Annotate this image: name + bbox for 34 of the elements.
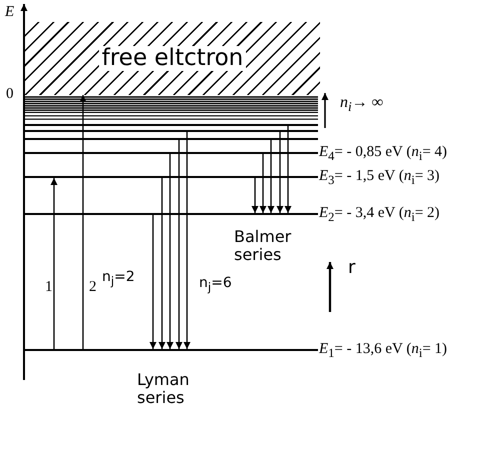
arrow-number: 2 [89,279,96,296]
transition-arrow [150,215,156,349]
region-label: free eltctron [98,46,246,72]
transition-arrow [276,132,284,213]
transition-arrow [80,95,86,349]
energy-level-line [25,349,318,351]
transition-arrow [184,132,190,349]
quantum-number-label: n$_{j}$=6 [199,276,232,294]
energy-level-line [25,130,318,132]
transition-arrow [252,178,258,213]
arrow-number: 1 [45,279,52,296]
transition-arrow [284,126,292,213]
energy-level-line [25,176,318,178]
series-label: Lyman series [137,371,190,406]
energy-level-line [25,138,318,140]
energy-level-label: E$_{2}$= - 3,4 eV (n$_{i}$= 2) [319,206,440,224]
transition-arrow [158,178,166,349]
quantum-number-label: n$_{j}$=2 [102,270,135,288]
axis-label: E [5,4,14,20]
axis-tick-label: 0 [6,86,14,102]
energy-level-line [25,152,318,154]
transition-arrow [50,178,58,349]
transition-arrow [176,140,182,349]
series-label: Balmer series [234,228,292,264]
transition-arrow [166,154,174,349]
direction-label: r [348,258,356,278]
transition-arrow [260,154,266,213]
energy-level-line [25,213,318,215]
energy-level-label: E$_{3}$= - 1,5 eV (n$_{i}$= 3) [319,169,440,186]
energy-level-label: E$_{1}$= - 13,6 eV (n$_{i}$= 1) [319,342,448,360]
energy-level-label: E$_{4}$= - 0,85 eV (n$_{i}$= 4) [319,145,448,162]
transition-arrow [268,140,274,213]
limit-label: n$_{i}$→ ∞ [340,94,384,115]
energy-level-line [25,124,318,126]
